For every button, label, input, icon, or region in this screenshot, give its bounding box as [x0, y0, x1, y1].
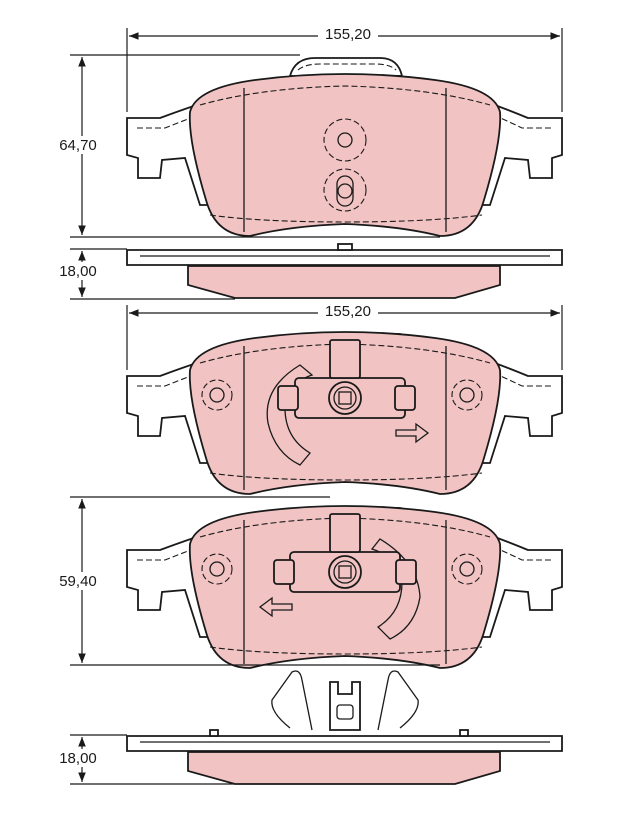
middle-pad-face-view [126, 331, 563, 495]
width-dimension-middle: 155,20 [325, 303, 371, 320]
top-pad-side-view [126, 243, 563, 299]
thickness-dimension-bottom: 18,00 [59, 750, 97, 767]
width-dimension-top: 155,20 [325, 26, 371, 43]
spring-clip [271, 670, 419, 731]
bottom-pad-face-view [126, 505, 563, 669]
top-pad-face-view [126, 57, 563, 237]
height-dimension-bottom: 59,40 [59, 573, 97, 590]
height-dimension-top: 64,70 [59, 137, 97, 154]
thickness-dimension-top: 18,00 [59, 263, 97, 280]
bottom-pad-side-view [126, 729, 563, 785]
